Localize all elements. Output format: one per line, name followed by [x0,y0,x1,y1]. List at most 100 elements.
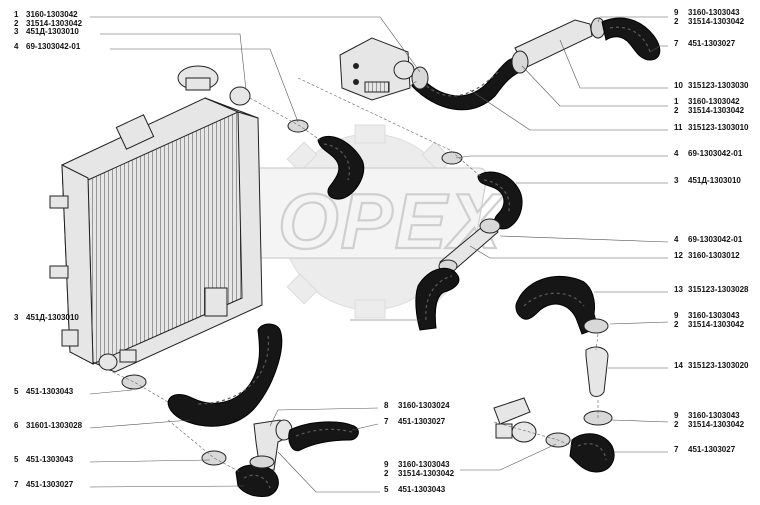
callout-label: 10 315123-1303030 [674,81,749,90]
bracket-lower-right [493,397,537,443]
part-number: 451-1303043 [26,387,74,396]
callout-number: 3 [674,176,679,185]
part-number: 451-1303027 [26,480,74,489]
part-number: 451Д-1303010 [26,27,79,36]
pipe-14 [585,346,609,397]
callout-label: 4 69-1303042-01 [14,42,81,51]
part-number: 31601-1303028 [26,421,83,430]
callout-number: 1 [674,97,679,106]
part-number: 31514-1303042 [688,320,745,329]
part-number: 3160-1303024 [398,401,450,410]
part-number: 3160-1303012 [688,251,740,260]
part-number: 451-1303027 [398,417,446,426]
callout-number: 2 [674,320,679,329]
part-number: 3160-1303043 [398,460,450,469]
part-number: 451Д-1303010 [688,176,741,185]
callout-number: 1 [14,10,19,19]
part-number: 69-1303042-01 [688,149,743,158]
callout-label: 5 451-1303043 [384,485,446,494]
callout-label: 3 451Д-1303010 [14,27,79,36]
clamp-4a [287,119,309,133]
part-number: 315123-1303028 [688,285,749,294]
hose-7-top [601,17,661,61]
radiator [49,65,263,373]
part-number: 31514-1303042 [688,420,745,429]
callout-label: 5 451-1303043 [14,455,74,464]
callout-number: 6 [14,421,19,430]
hose-6 [167,323,283,427]
callout-number: 7 [384,417,389,426]
callout-label: 9 3160-1303043 2 31514-1303042 [674,8,745,26]
callout-label: 12 3160-1303012 [674,251,740,260]
callout-number: 11 [674,123,683,132]
callout-number: 7 [674,445,679,454]
callout-number: 9 [674,8,679,17]
callout-label: 1 3160-1303042 2 31514-1303042 [14,10,83,28]
hose-upper-main [411,17,606,111]
callout-label: 7 451-1303027 [384,417,446,426]
part-number: 315123-1303030 [688,81,749,90]
hose-7-tee [288,421,359,452]
part-number: 69-1303042-01 [688,235,743,244]
callout-number: 3 [14,313,19,322]
callout-number: 12 [674,251,683,260]
pipe-12 [438,218,501,273]
callout-number: 4 [674,149,679,158]
part-number: 451-1303027 [688,445,736,454]
hose-3-lower [415,267,460,331]
callout-number: 9 [674,411,679,420]
hose-7-lower-right [569,433,615,473]
callout-number: 5 [14,455,19,464]
callout-label: 7 451-1303027 [14,480,74,489]
callout-label: 13 315123-1303028 [674,285,749,294]
callout-number: 9 [384,460,389,469]
hose-3-left [317,135,365,200]
hose-7-bottom [235,455,279,497]
part-number: 31514-1303042 [688,106,745,115]
callout-number: 13 [674,285,683,294]
part-number: 3160-1303042 [26,10,78,19]
part-number: 3160-1303042 [688,97,740,106]
clamp-5b [201,450,227,466]
callout-number: 2 [674,420,679,429]
callout-label: 9 3160-1303043 2 31514-1303042 [674,411,745,429]
callout-number: 14 [674,361,683,370]
part-number: 451-1303043 [398,485,446,494]
part-number: 31514-1303042 [26,19,83,28]
callout-number: 3 [14,27,19,36]
part-number: 451-1303027 [688,39,736,48]
callout-label: 7 451-1303027 [674,445,736,454]
part-number: 451-1303043 [26,455,74,464]
callout-number: 2 [14,19,19,28]
callout-label: 3 451Д-1303010 [674,176,741,185]
callout-number: 4 [14,42,19,51]
callout-number: 2 [674,106,679,115]
part-number: 3160-1303043 [688,411,740,420]
part-number: 31514-1303042 [688,17,745,26]
part-number: 3160-1303043 [688,8,740,17]
assembly-lines [107,77,599,473]
callout-number: 7 [14,480,19,489]
part-number: 3160-1303043 [688,311,740,320]
part-number: 69-1303042-01 [26,42,81,51]
callout-number: 2 [674,17,679,26]
clamp-5a [121,374,147,390]
callout-label: 6 31601-1303028 [14,421,83,430]
callouts-right: 9 3160-1303043 2 31514-1303042 7 451-1303027 1… [674,8,749,454]
part-number: 31514-1303042 [398,469,455,478]
callout-label: 8 3160-1303024 [384,401,450,410]
callout-label: 7 451-1303027 [674,39,736,48]
callout-label: 3 451Д-1303010 [14,313,79,322]
callout-number: 7 [674,39,679,48]
callout-number: 5 [384,485,389,494]
part-number: 451Д-1303010 [26,313,79,322]
part-number: 315123-1303010 [688,123,749,132]
callout-number: 8 [384,401,389,410]
callout-number: 10 [674,81,683,90]
